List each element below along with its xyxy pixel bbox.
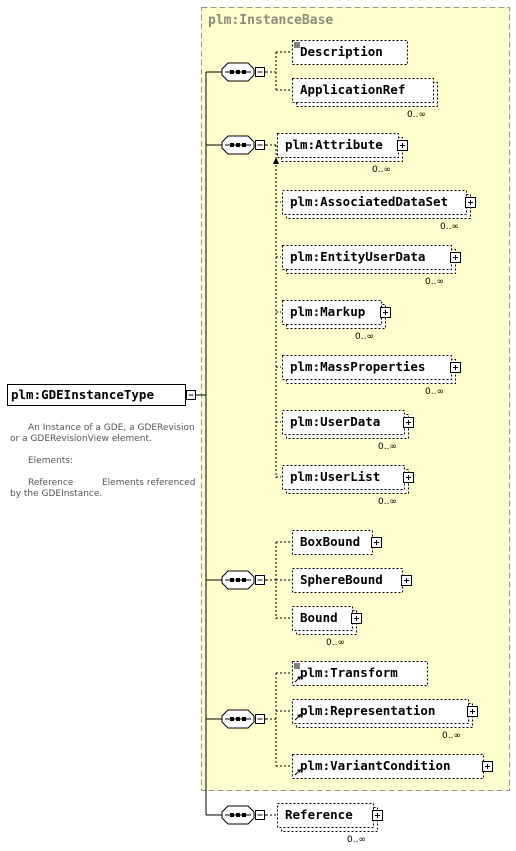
element-sphere-bound[interactable]: SphereBound	[292, 568, 412, 593]
cardinality-label: 0..∞	[440, 222, 459, 232]
expand-icon[interactable]	[371, 537, 382, 548]
cardinality-label: 0..∞	[407, 110, 426, 120]
expand-icon[interactable]	[465, 197, 476, 208]
reference-arrow-icon	[294, 769, 301, 776]
svg-text:by the GDEInstance.: by the GDEInstance.	[10, 489, 102, 499]
element-label: plm:Representation	[300, 703, 435, 718]
element-entity-user-data[interactable]: plm:EntityUserData 0..∞	[282, 245, 461, 288]
expand-icon[interactable]	[403, 417, 414, 428]
expand-icon[interactable]	[351, 613, 362, 624]
svg-text:An Instance of a GDE, a GDERev: An Instance of a GDE, a GDERevision	[28, 423, 195, 433]
sequence-compositor-1[interactable]	[221, 62, 266, 82]
expand-icon[interactable]	[450, 252, 461, 263]
element-label: BoxBound	[300, 534, 360, 549]
sequence-compositor-2[interactable]	[221, 135, 266, 155]
element-label: plm:Transform	[300, 665, 398, 680]
cardinality-label: 0..∞	[425, 387, 444, 397]
sequence-compositor-3[interactable]	[221, 570, 266, 590]
element-label: ApplicationRef	[300, 82, 405, 97]
reference-arrow-icon	[294, 714, 301, 721]
svg-text:or a GDERevisionView element.: or a GDERevisionView element.	[10, 434, 152, 444]
element-mass-properties[interactable]: plm:MassProperties 0..∞	[282, 355, 461, 398]
element-application-ref[interactable]: ApplicationRef 0..∞	[292, 78, 438, 121]
branch-lines	[266, 51, 291, 816]
reference-arrow-icon	[294, 676, 301, 683]
cardinality-label: 0..∞	[425, 277, 444, 287]
element-label: SphereBound	[300, 572, 383, 587]
cardinality-label: 0..∞	[372, 165, 391, 175]
cardinality-label: 0..∞	[378, 497, 397, 507]
root-documentation: An Instance of a GDE, a GDERevision or a…	[10, 423, 196, 499]
root-element-label: plm:GDEInstanceType	[11, 387, 154, 402]
element-bound[interactable]: Bound 0..∞	[292, 606, 362, 649]
expand-icon[interactable]	[397, 140, 408, 151]
cardinality-label: 0..∞	[378, 442, 397, 452]
element-label: plm:EntityUserData	[290, 249, 425, 264]
element-user-list[interactable]: plm:UserList 0..∞	[282, 465, 414, 508]
element-label: plm:VariantCondition	[300, 758, 451, 773]
element-description[interactable]: Description	[292, 40, 408, 65]
element-transform[interactable]: plm:Transform	[292, 661, 428, 686]
element-label: Description	[300, 44, 383, 59]
element-variant-condition[interactable]: plm:VariantCondition	[292, 754, 493, 779]
sequence-compositor-5[interactable]	[221, 805, 266, 825]
element-label: Bound	[300, 610, 338, 625]
element-attribute[interactable]: plm:Attribute 0..∞	[277, 133, 408, 176]
cardinality-label: 0..∞	[442, 731, 461, 741]
expand-icon[interactable]	[482, 761, 493, 772]
element-label: plm:UserData	[290, 414, 380, 429]
expand-icon[interactable]	[401, 575, 412, 586]
expand-icon[interactable]	[467, 706, 478, 717]
svg-text:Elements referenced: Elements referenced	[102, 478, 196, 488]
element-label: plm:Attribute	[285, 137, 383, 152]
svg-text:Elements:: Elements:	[28, 456, 73, 466]
expand-icon[interactable]	[372, 810, 383, 821]
element-label: plm:MassProperties	[290, 359, 425, 374]
documentation-icon	[294, 42, 300, 48]
element-representation[interactable]: plm:Representation 0..∞	[292, 699, 478, 742]
element-box-bound[interactable]: BoxBound	[292, 530, 382, 555]
cardinality-label: 0..∞	[355, 332, 374, 342]
cardinality-label: 0..∞	[326, 638, 345, 648]
expand-icon[interactable]	[380, 307, 391, 318]
element-boxes: DescriptionApplicationRef0..∞plm:Attribu…	[277, 40, 493, 846]
element-label: plm:UserList	[290, 469, 380, 484]
element-label: plm:Markup	[290, 304, 365, 319]
connector-lines	[196, 71, 222, 816]
sequence-compositor-4[interactable]	[221, 709, 266, 729]
expand-icon[interactable]	[403, 472, 414, 483]
root-element-gde-instance-type[interactable]: plm:GDEInstanceType	[7, 384, 196, 406]
instance-base-group-title: plm:InstanceBase	[208, 13, 333, 28]
sequence-compositors	[221, 62, 266, 825]
element-associated-data-set[interactable]: plm:AssociatedDataSet 0..∞	[282, 190, 476, 233]
element-user-data[interactable]: plm:UserData 0..∞	[282, 410, 414, 453]
svg-text:Reference: Reference	[28, 478, 74, 488]
element-markup[interactable]: plm:Markup 0..∞	[282, 300, 391, 343]
cardinality-label: 0..∞	[347, 835, 366, 845]
documentation-icon	[294, 663, 300, 669]
element-reference[interactable]: Reference 0..∞	[277, 803, 383, 846]
element-label: plm:AssociatedDataSet	[290, 194, 448, 209]
expand-icon[interactable]	[450, 362, 461, 373]
element-label: Reference	[285, 807, 353, 822]
